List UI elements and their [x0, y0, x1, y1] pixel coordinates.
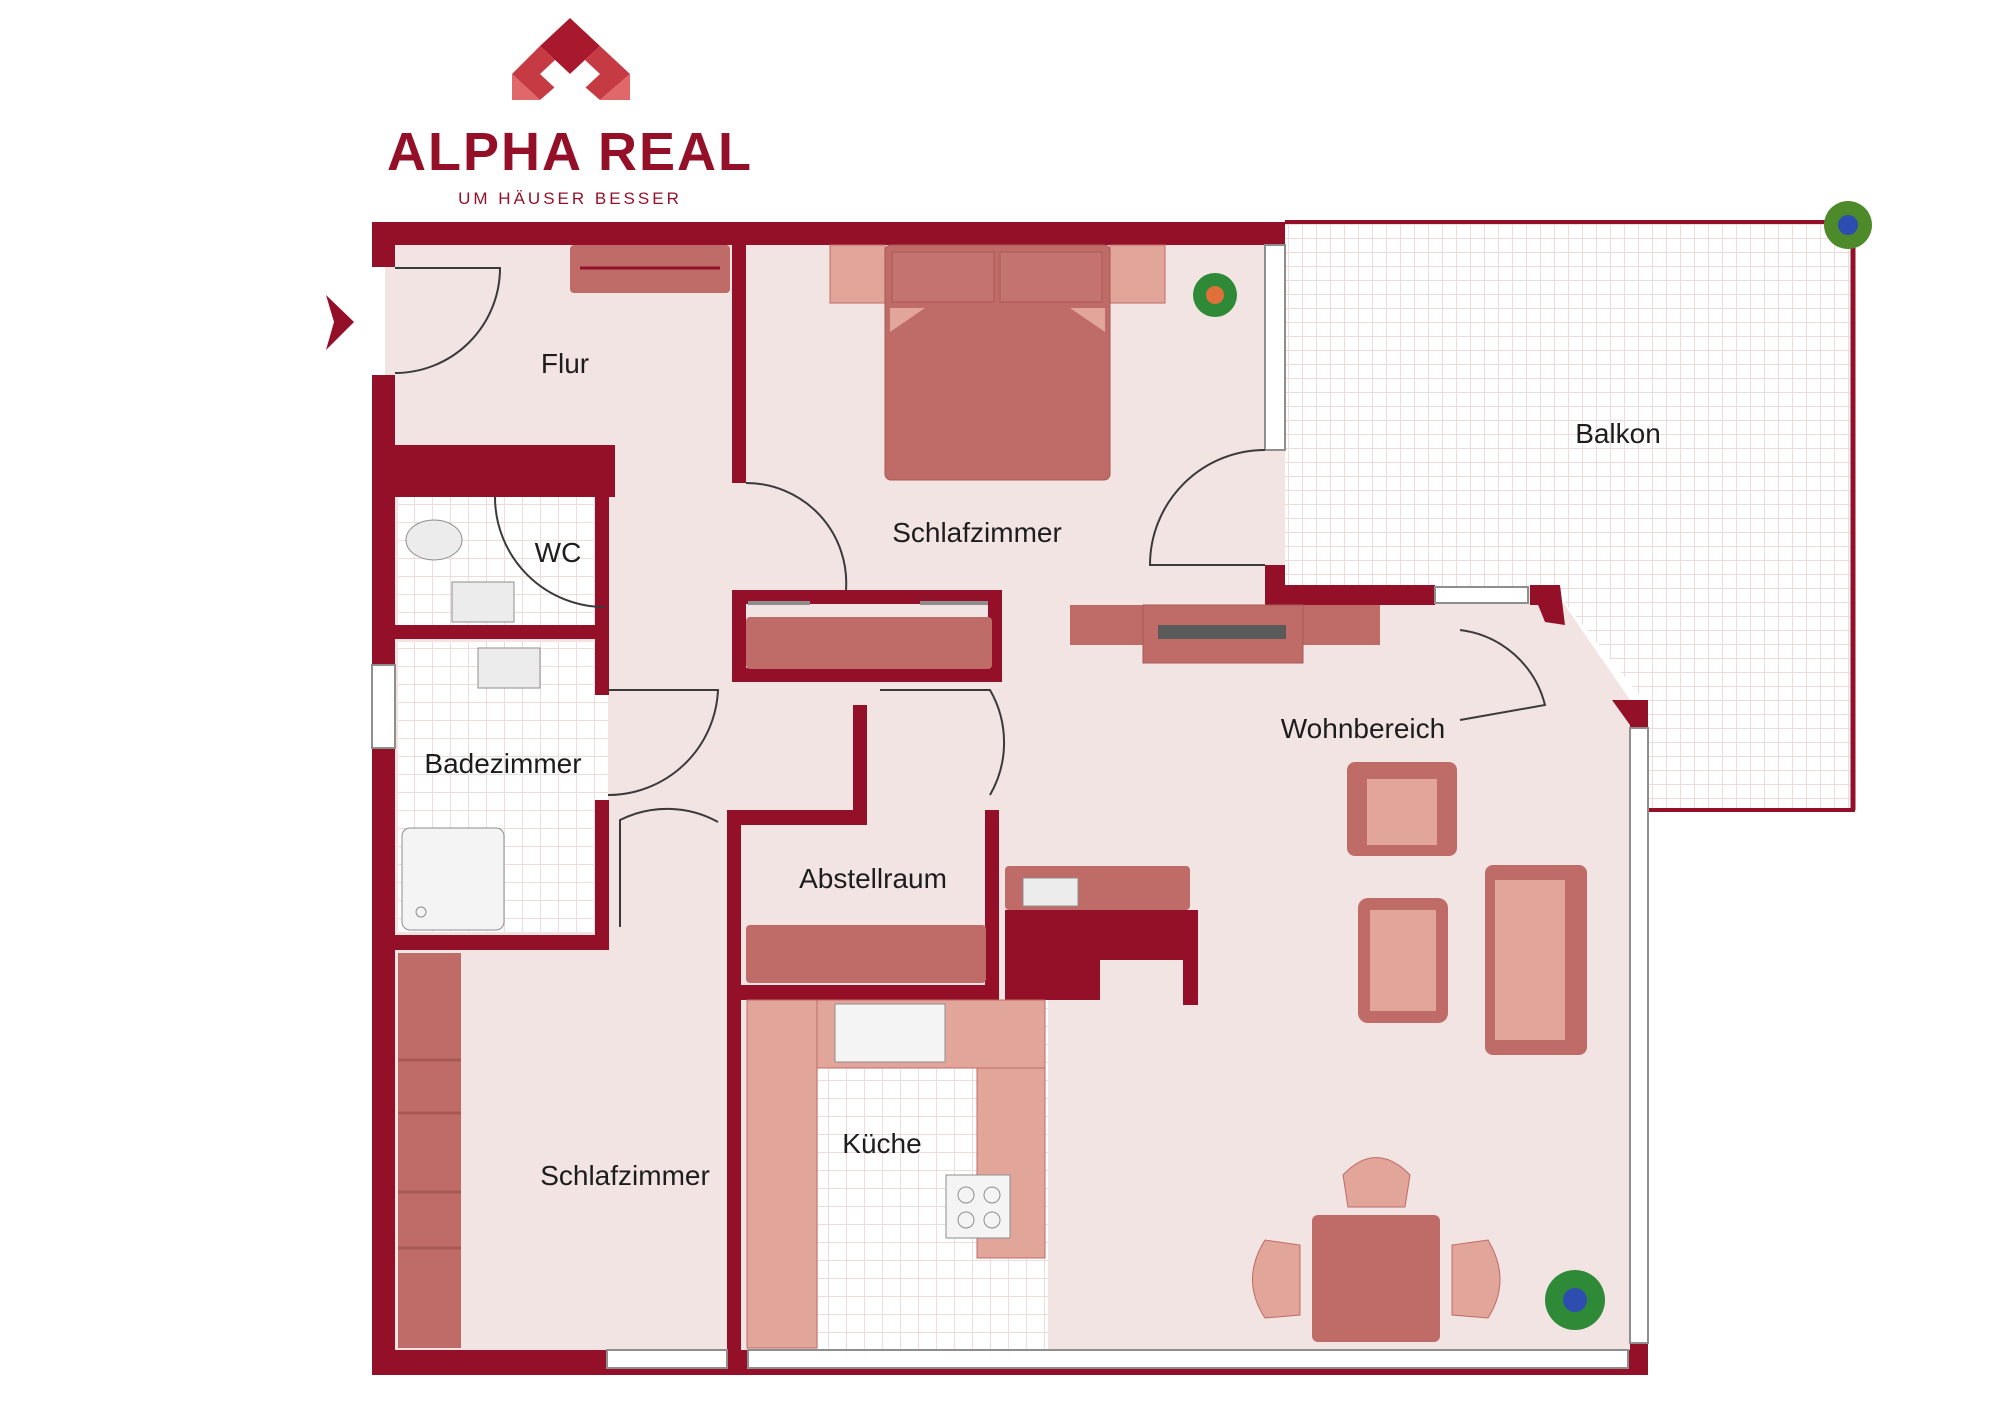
bad-door[interactable]: [607, 689, 720, 797]
schlafzimmer-bottom-door[interactable]: [619, 807, 719, 927]
logo-title: ALPHA REAL: [387, 122, 753, 182]
wc-door[interactable]: [494, 496, 606, 608]
label-wohnbereich: Wohnbereich: [1281, 713, 1445, 744]
entrance-arrow-icon: [326, 295, 354, 350]
double-bed: [884, 244, 1111, 481]
window-wohn-right: [1629, 727, 1649, 1344]
label-kueche: Küche: [842, 1128, 921, 1159]
logo: ALPHA REAL UM HÄUSER BESSER: [387, 18, 753, 208]
stove: [945, 1174, 1011, 1239]
windows: [371, 244, 1649, 1369]
label-flur: Flur: [541, 348, 589, 379]
abstellraum-door[interactable]: [880, 689, 1005, 796]
window-schlafzimmer: [1264, 244, 1286, 451]
label-badezimmer: Badezimmer: [424, 748, 581, 779]
label-abstellraum: Abstellraum: [799, 863, 947, 894]
label-schlafzimmer-bottom: Schlafzimmer: [540, 1160, 710, 1191]
nightstand-left: [829, 244, 886, 304]
logo-tagline: UM HÄUSER BESSER: [458, 189, 682, 208]
shower: [401, 827, 505, 931]
bath-sink: [477, 647, 541, 689]
doors[interactable]: [394, 267, 1547, 927]
chair-right: [1451, 1239, 1501, 1319]
dining-table: [1312, 1215, 1440, 1342]
toilet: [405, 519, 463, 561]
storage-shelf: [746, 925, 986, 983]
label-wc: WC: [535, 537, 582, 568]
tv: [1158, 625, 1286, 639]
kitchen-sink: [834, 1003, 946, 1063]
wc-sink: [451, 581, 515, 623]
plant-icon: [1193, 273, 1237, 317]
nightstand-right: [1109, 244, 1166, 304]
window-bath: [371, 664, 396, 749]
logo-mark-icon: [512, 18, 630, 100]
plant-icon: [1545, 1270, 1605, 1330]
schlafzimmer-door[interactable]: [745, 481, 848, 591]
wardrobe-bottom-room: [398, 953, 461, 1348]
label-schlafzimmer-top: Schlafzimmer: [892, 517, 1062, 548]
room-labels: Flur Schlafzimmer Balkon WC Wohnbereich …: [424, 348, 1660, 1191]
furniture: [398, 201, 1872, 1349]
window-schlaf-bottom: [606, 1349, 728, 1369]
plant-icon: [1824, 201, 1872, 249]
chair-left: [1252, 1239, 1301, 1319]
books-icon: [1022, 877, 1079, 907]
balkon-door[interactable]: [1148, 449, 1266, 566]
label-balkon: Balkon: [1575, 418, 1661, 449]
chair-top: [1342, 1157, 1411, 1208]
entry-door[interactable]: [394, 267, 502, 374]
wohn-balkon-door[interactable]: [1459, 629, 1547, 721]
kitchen-counter-left: [746, 999, 818, 1349]
wardrobe-top-room: [746, 617, 992, 669]
window-wohn-top: [1434, 586, 1529, 604]
window-kitchen-bottom: [747, 1349, 1629, 1369]
